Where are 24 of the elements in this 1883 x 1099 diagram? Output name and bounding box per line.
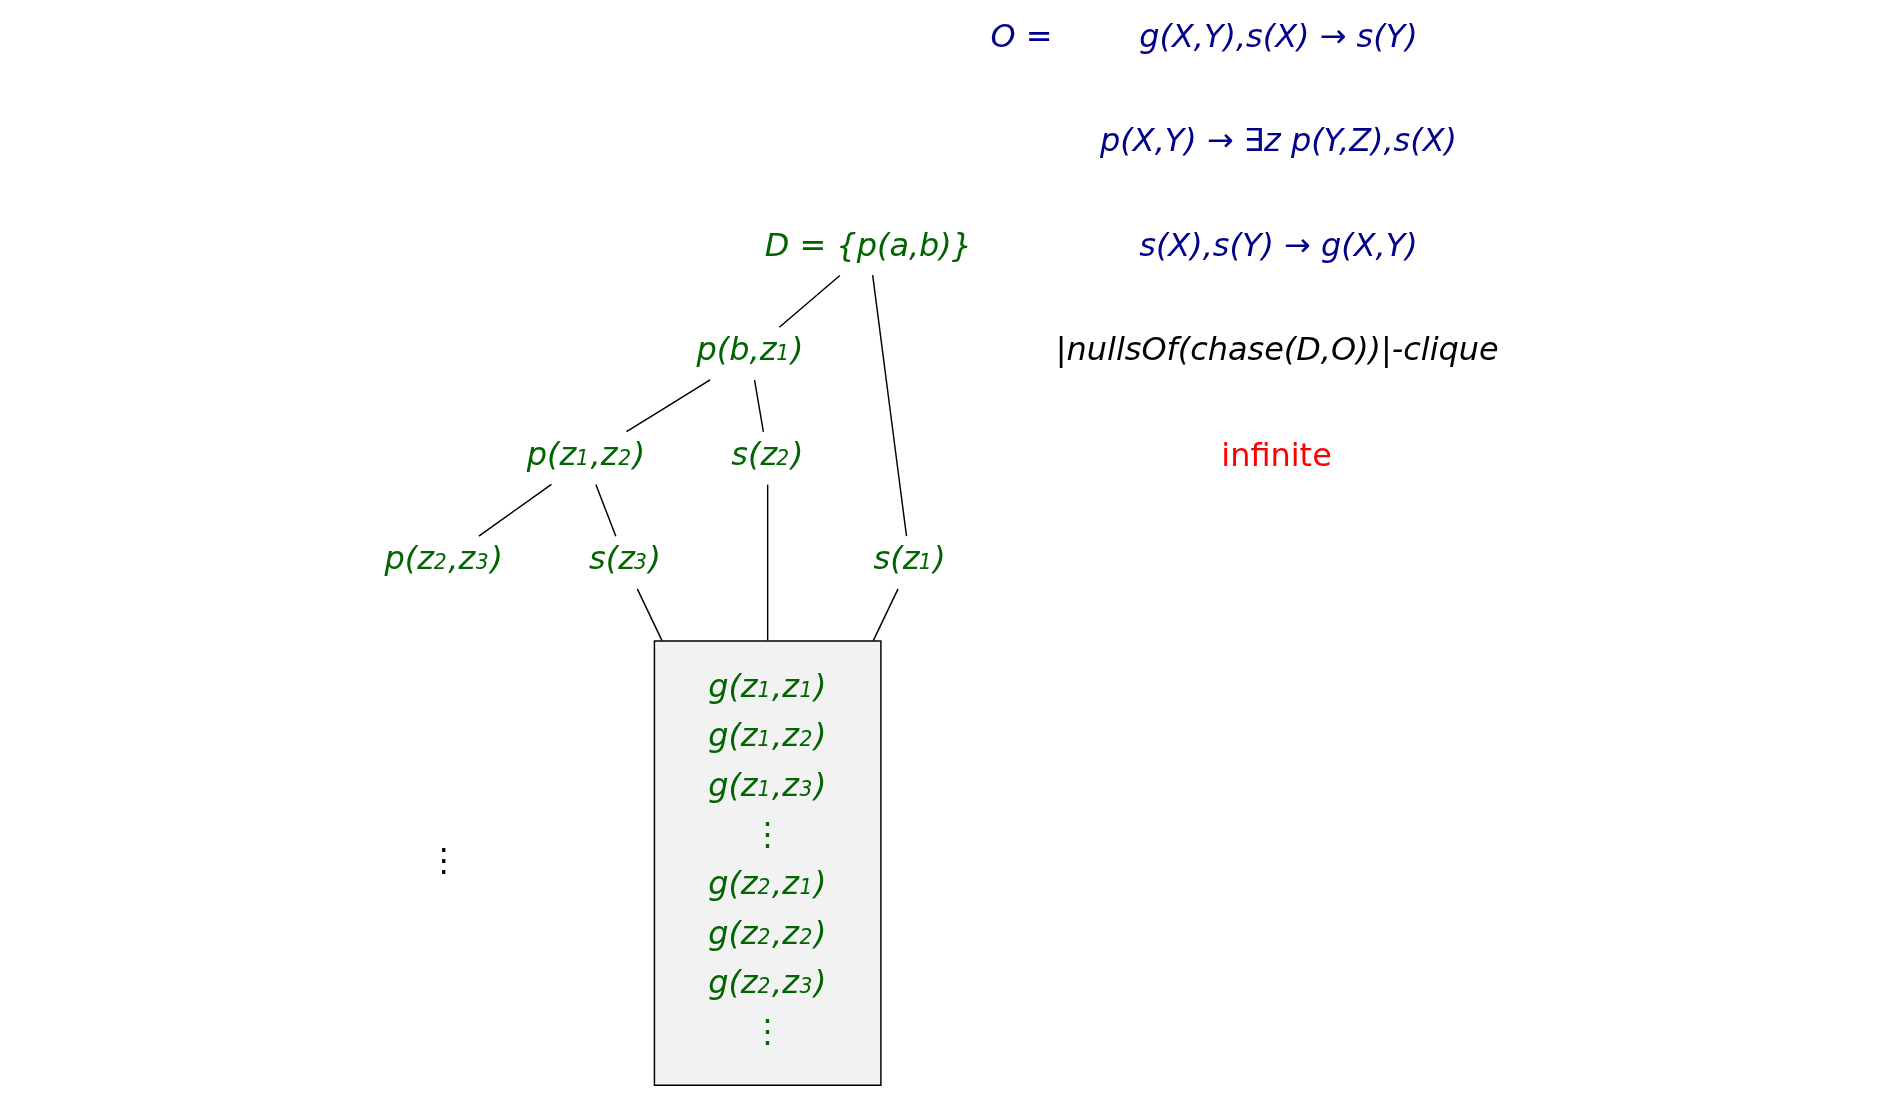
label: p(X,Y) → ∃z p(Y,Z),s(X) [1100, 121, 1458, 160]
connector [778, 274, 841, 328]
label: |nullsOf(chase(D,O))|-clique [1055, 330, 1499, 369]
node-box: g(z1,z1) g(z1,z2) g(z1,z3) ⋮ g(z2,z1) g(z2,z2) g(z2,z3) ⋮ [653, 640, 882, 1086]
node-text: p(z1,z2) [526, 434, 646, 473]
connector [872, 588, 899, 642]
connector [636, 588, 663, 642]
label: ⋮ [427, 841, 460, 880]
node-text: D = {p(a,b)} [764, 225, 973, 264]
label: s(X),s(Y) → g(X,Y) [1139, 225, 1418, 264]
node-text: p(z2,z3) [384, 539, 503, 578]
connector [871, 274, 908, 537]
label: infinite [1221, 436, 1332, 475]
connector [625, 379, 711, 433]
connector [766, 483, 769, 642]
node-text: s(z2) [731, 434, 804, 473]
node-text: s(z3) [589, 539, 662, 578]
connector [595, 483, 617, 537]
label: g(X,Y),s(X) → s(Y) [1139, 16, 1418, 55]
node-text: s(z1) [873, 539, 946, 578]
label: O = [990, 16, 1053, 55]
connector [478, 483, 553, 537]
node-text: p(b,z1) [696, 330, 804, 369]
connector [753, 379, 765, 433]
